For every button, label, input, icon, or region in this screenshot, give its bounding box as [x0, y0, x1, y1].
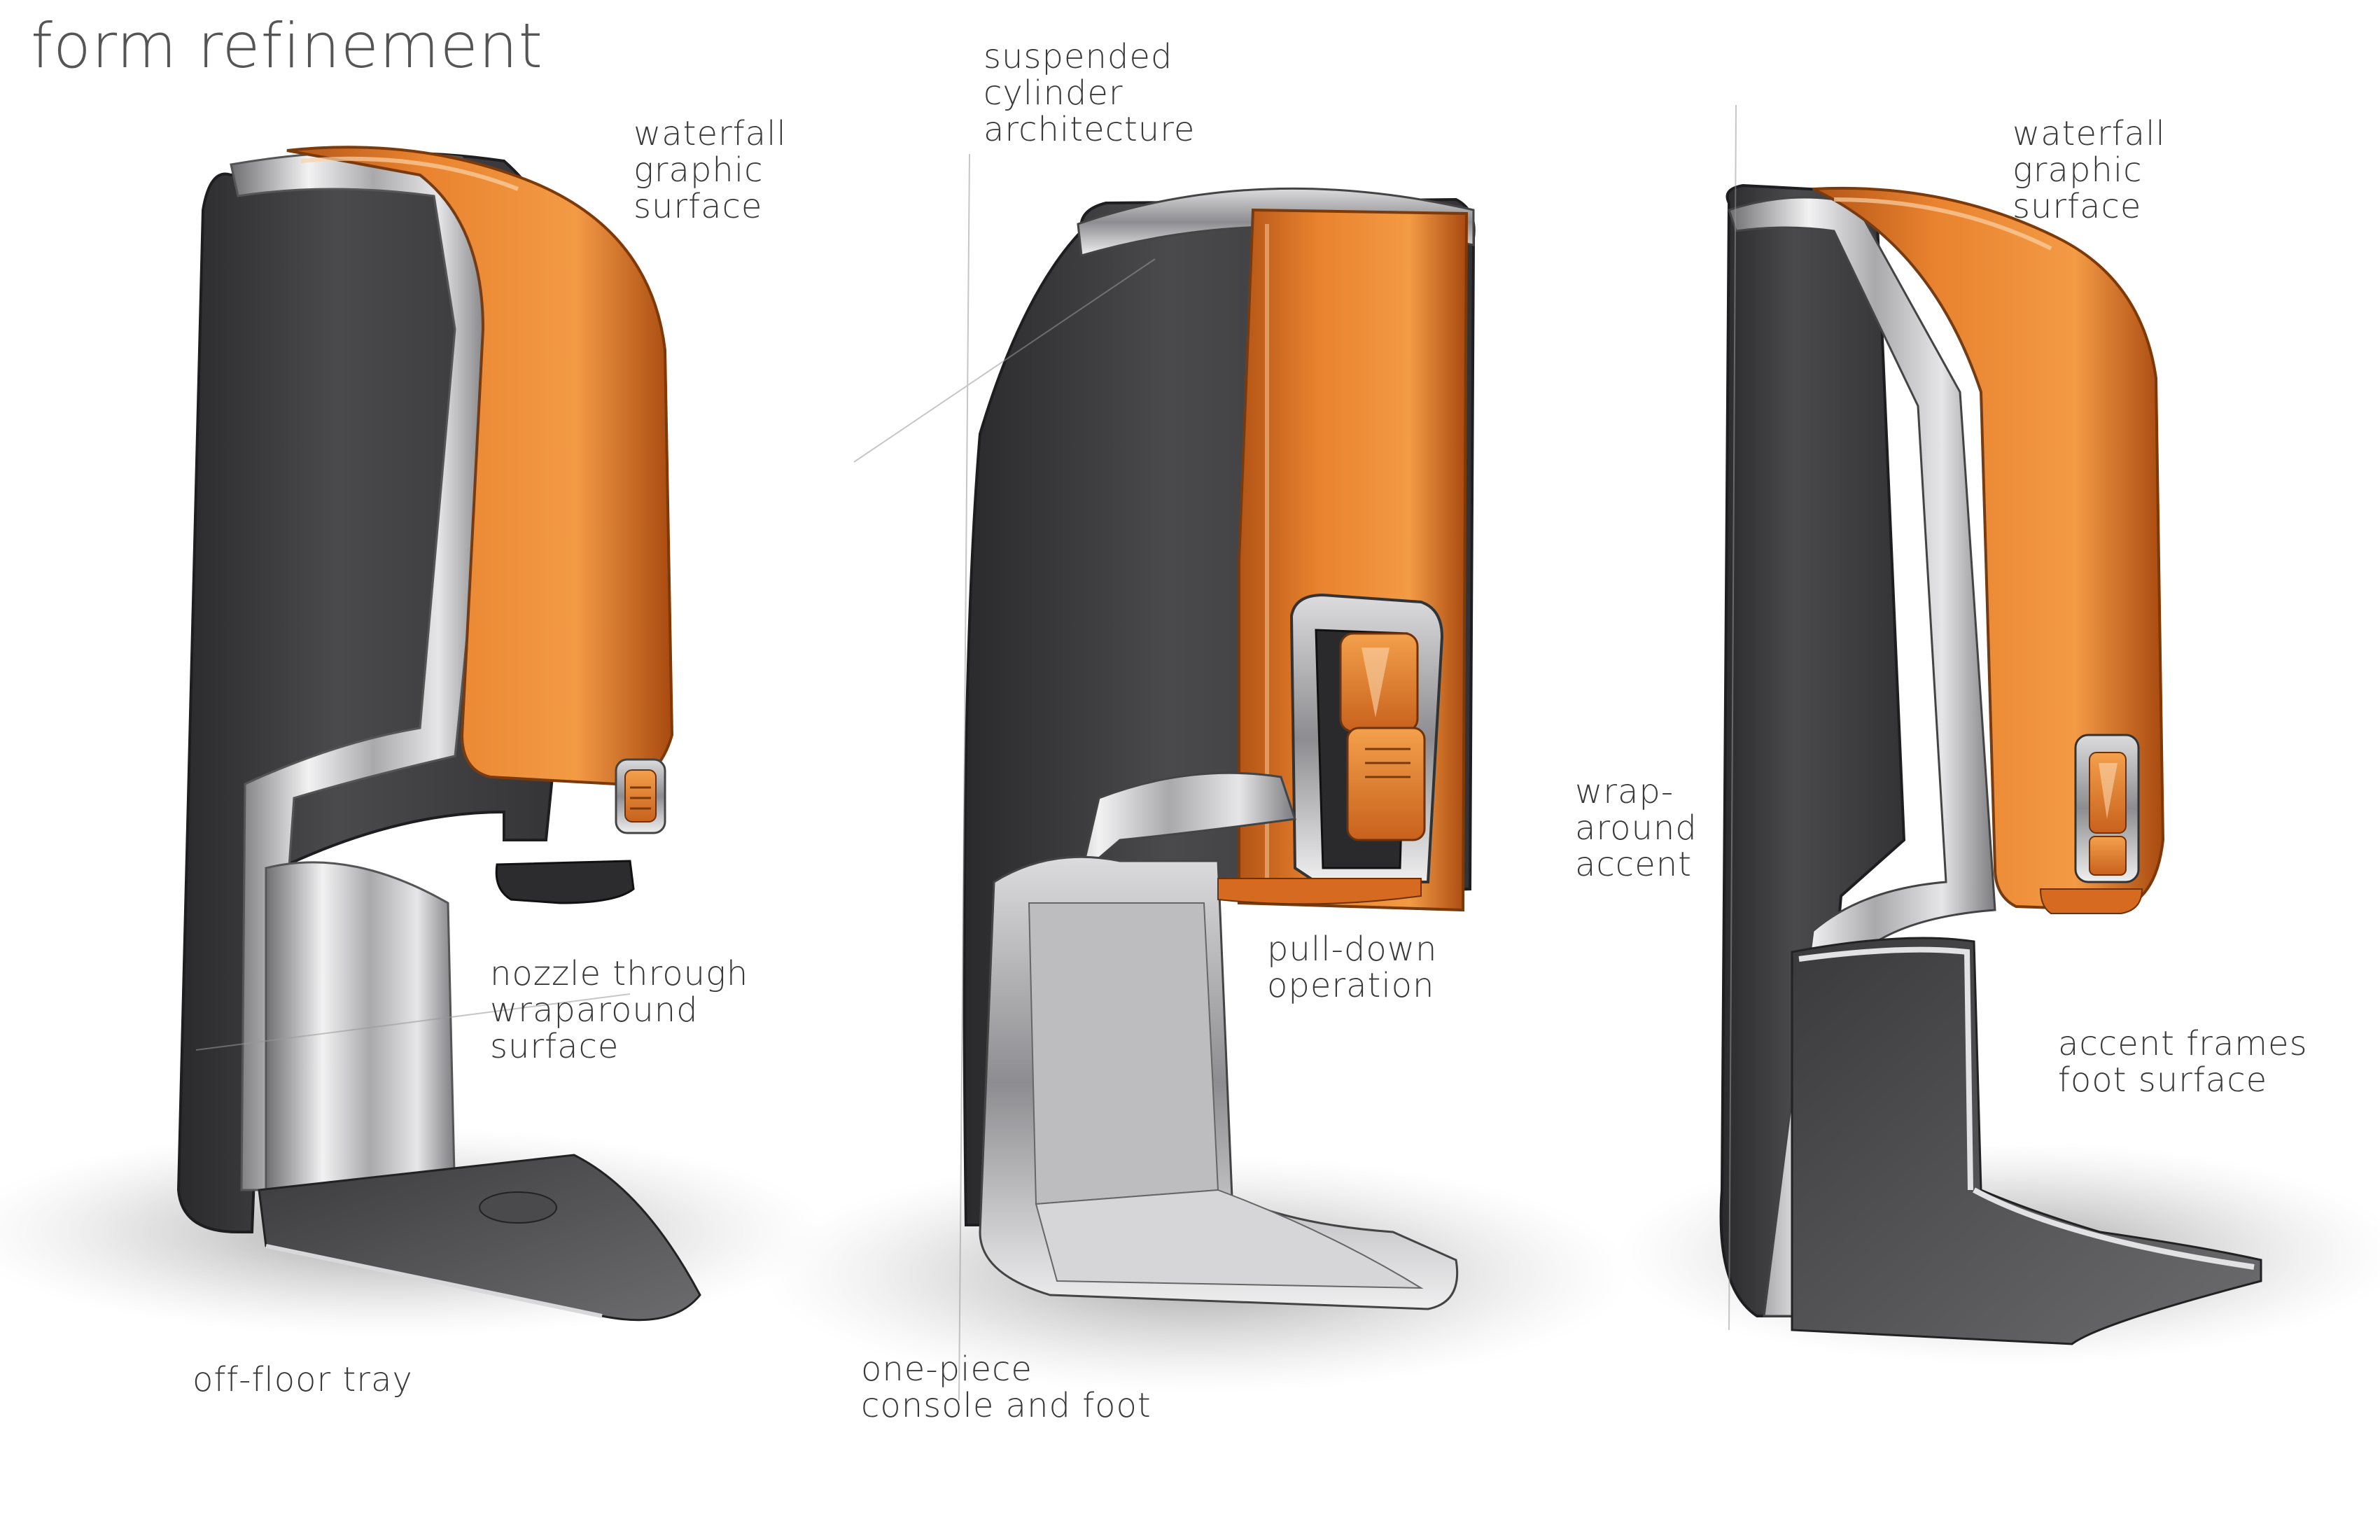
label-line: surface	[634, 187, 763, 226]
concept-3-label-waterfall: waterfall graphic surface	[2012, 115, 2166, 225]
label-line: off-floor tray	[192, 1360, 413, 1399]
construction-lines	[195, 104, 1737, 1401]
concept-1-label-tray: off-floor tray	[192, 1362, 413, 1398]
label-line: surface	[490, 1027, 620, 1066]
concept-1-label-waterfall: waterfall graphic surface	[634, 115, 787, 225]
label-line: graphic	[634, 150, 764, 190]
concept-1-label-nozzle: nozzle through wraparound surface	[490, 955, 748, 1065]
concept-3-label-accent-frames: accent frames foot surface	[2058, 1026, 2308, 1098]
label-line: nozzle through	[490, 954, 749, 993]
label-line: suspended	[983, 37, 1173, 76]
label-line: foot surface	[2058, 1060, 2268, 1100]
concept-1-dispenser	[0, 146, 826, 1337]
concept-3-dispenser	[1617, 183, 2380, 1365]
concept-2-label-cylinder: suspended cylinder architecture	[983, 38, 1195, 148]
label-line: architecture	[983, 110, 1196, 149]
concept-3-label-wrap-around: wrap- around accent	[1575, 774, 1698, 883]
label-line: cylinder	[983, 74, 1124, 113]
label-line: around	[1575, 808, 1698, 848]
label-line: graphic	[2012, 150, 2143, 190]
label-line: waterfall	[634, 114, 787, 153]
concept-2-dispenser	[763, 187, 1631, 1393]
label-line: operation	[1267, 966, 1435, 1005]
concept-2-label-pull-down: pull-down operation	[1267, 931, 1437, 1004]
label-line: wraparound	[490, 990, 699, 1030]
label-line: accent	[1575, 845, 1692, 884]
concept-2-label-one-piece: one-piece console and foot	[861, 1351, 1152, 1424]
sheet-title: form refinement	[31, 10, 544, 82]
label-line: pull-down	[1267, 930, 1438, 969]
label-line: one-piece	[861, 1350, 1032, 1389]
label-line: console and foot	[861, 1386, 1152, 1425]
label-line: waterfall	[2012, 114, 2166, 153]
label-line: wrap-	[1575, 772, 1674, 811]
label-line: surface	[2012, 187, 2142, 226]
label-line: accent frames	[2058, 1024, 2308, 1063]
